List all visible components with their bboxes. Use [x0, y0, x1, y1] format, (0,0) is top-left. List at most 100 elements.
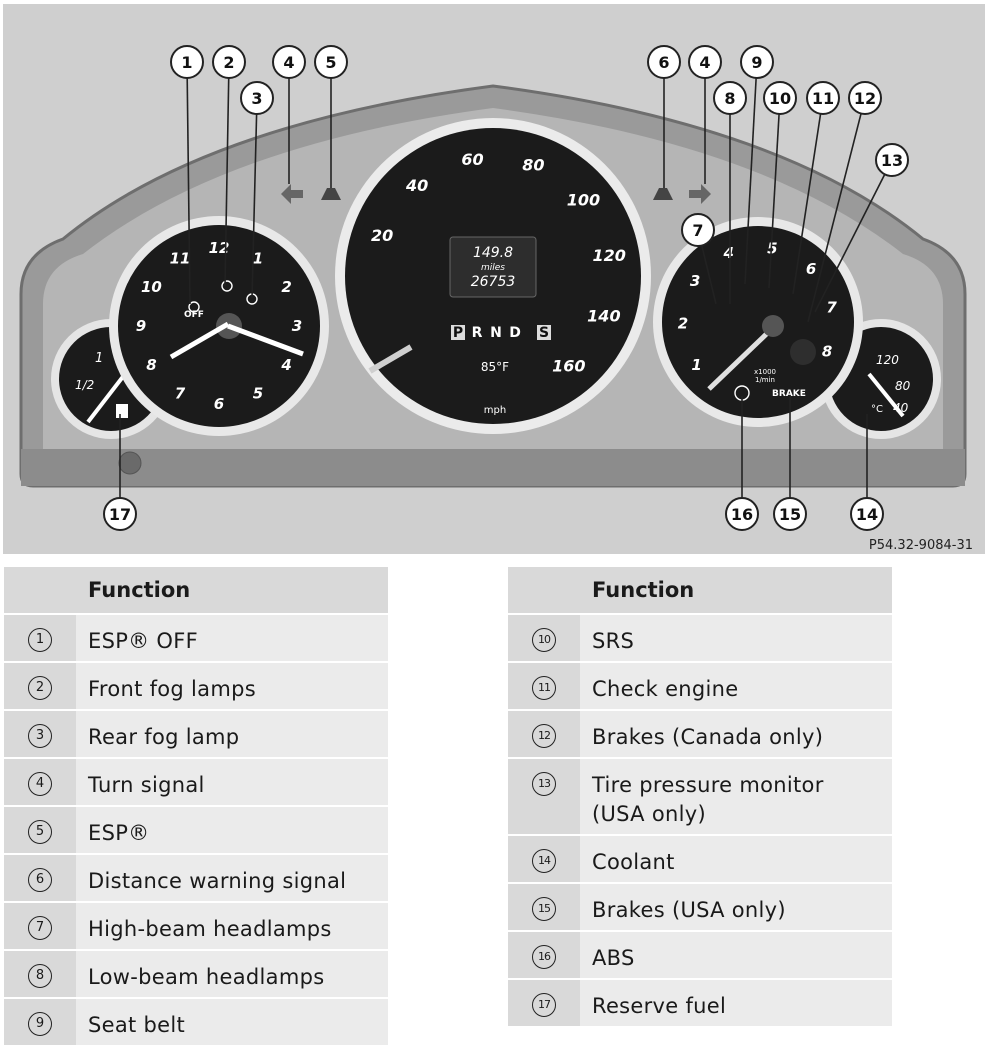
tach-unit-1: x1000 [754, 368, 776, 376]
rpm-tick-label: 8 [822, 342, 832, 360]
row-number-cell: 16 [508, 931, 580, 980]
row-number-cell: 6 [4, 854, 76, 903]
callout-bubble [740, 45, 774, 79]
table-row: 16 ABS [508, 931, 892, 980]
speed-tick-label: 100 [567, 190, 600, 209]
clock-tick-label: 12 [209, 239, 230, 257]
callout-number: 11 [812, 89, 834, 108]
row-number-cell: 17 [508, 979, 580, 1028]
row-number-cell: 13 [508, 758, 580, 836]
odometer-total: 26753 [471, 274, 516, 290]
callout-bubble [806, 81, 840, 115]
rpm-tick-label: 5 [767, 239, 777, 257]
gear-letter: S [539, 325, 549, 341]
callout-number: 15 [779, 505, 801, 524]
row-function-text: ABS [580, 931, 892, 980]
esp-icon [321, 188, 341, 200]
coolant-tick-120: 120 [876, 353, 899, 367]
rpm-tick-label: 1 [691, 356, 701, 374]
brake-label: BRAKE [772, 389, 806, 399]
cluster-lower-trim [21, 449, 965, 486]
row-number-cell: 11 [508, 662, 580, 711]
row-number: 5 [28, 820, 52, 844]
rpm-tick-label: 6 [806, 260, 816, 278]
clock-tick-label: 4 [280, 356, 291, 374]
clock-tick-label: 9 [136, 317, 146, 335]
outside-temperature: 85°F [481, 360, 509, 374]
row-number: 15 [532, 897, 556, 921]
odometer-display [449, 236, 537, 298]
rpm-tick-label: 3 [690, 272, 700, 290]
row-number: 2 [28, 676, 52, 700]
row-number: 4 [28, 772, 52, 796]
row-function-text: ESP® [76, 806, 388, 855]
row-number-cell: 2 [4, 662, 76, 711]
callout-number: 6 [658, 53, 669, 72]
speed-tick-label: 120 [593, 246, 626, 265]
row-function-text: Rear fog lamp [76, 710, 388, 759]
callout-bubble [103, 497, 137, 531]
table-header-function: Function [580, 567, 892, 615]
callout-number: 16 [731, 505, 753, 524]
speed-tick-label: 80 [522, 155, 544, 174]
coolant-unit: °C [871, 404, 883, 415]
left-turn-signal-icon [281, 184, 303, 204]
callout-number: 10 [769, 89, 791, 108]
callout-bubble [212, 45, 246, 79]
clock-tick-label: 2 [281, 278, 291, 296]
reserve-fuel-icon [116, 404, 128, 418]
callout-bubble [272, 45, 306, 79]
clock-tick-label: 1 [253, 249, 263, 267]
row-number-cell: 12 [508, 710, 580, 759]
row-number-cell: 14 [508, 835, 580, 884]
odometer-unit: miles [481, 263, 505, 273]
right-turn-signal-icon [689, 184, 711, 204]
callout-number: 4 [283, 53, 294, 72]
speed-tick-label: 20 [371, 226, 393, 245]
callout-bubble [170, 45, 204, 79]
row-number: 11 [532, 676, 556, 700]
table-header-function: Function [76, 567, 388, 615]
clock-tick-label: 11 [170, 249, 191, 267]
table-header-number [4, 567, 76, 615]
row-function-text: Seat belt [76, 998, 388, 1047]
fuel-tick-half: 1/2 [75, 378, 94, 392]
speed-tick-label: 40 [405, 176, 428, 195]
callout-number: 17 [109, 505, 131, 524]
callout-number: 13 [881, 151, 903, 170]
reference-code: P54.32-9084-31 [869, 538, 973, 553]
row-number: 17 [532, 993, 556, 1017]
gear-letter: P [453, 325, 463, 341]
callout-number: 4 [699, 53, 710, 72]
row-number: 6 [28, 868, 52, 892]
row-number: 16 [532, 945, 556, 969]
clock-tick-label: 10 [141, 278, 162, 296]
callout-bubble [647, 45, 681, 79]
row-function-text: Distance warning signal [76, 854, 388, 903]
distance-warning-icon [653, 188, 673, 200]
callout-bubble [875, 143, 909, 177]
tach-unit-2: 1/min [755, 376, 775, 384]
row-number-cell: 5 [4, 806, 76, 855]
row-function-text: Low-beam headlamps [76, 950, 388, 999]
row-function-text: Coolant [580, 835, 892, 884]
callout-bubble [850, 497, 884, 531]
callout-number: 7 [692, 221, 703, 240]
callout-bubble [848, 81, 882, 115]
table-row: 6 Distance warning signal [4, 854, 388, 903]
row-function-text: High-beam headlamps [76, 902, 388, 951]
callout-bubble [240, 81, 274, 115]
